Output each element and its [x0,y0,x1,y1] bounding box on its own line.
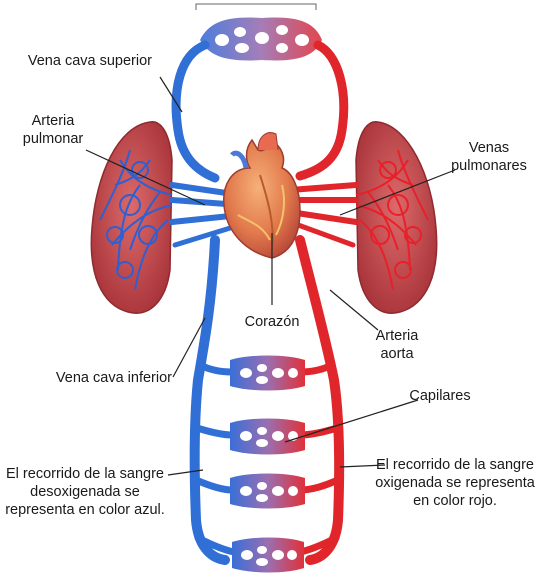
top-bracket [196,4,316,10]
label-vena-cava-inferior: Vena cava inferior [40,369,172,387]
capillary-bed-4 [232,538,304,573]
label-capilares: Capilares [400,387,480,405]
capillary-bed-2 [230,419,305,455]
label-arteria-pulmonar: Arteria pulmonar [8,112,98,148]
label-arteria-pulmonar-line1: Arteria [8,112,98,130]
label-corazon: Corazón [232,313,312,331]
right-lung [356,122,437,313]
label-venas-pulmonares: Venas pulmonares [445,139,533,175]
label-recorrido-rojo: El recorrido de la sangre oxigenada se r… [372,456,538,510]
label-arteria-aorta: Arteria aorta [362,327,432,363]
top-capillary-network [200,18,322,61]
label-venas-pulmonares-line1: Venas [445,139,533,157]
heart [224,133,300,258]
leader-capilares [285,400,418,442]
label-recorrido-azul-line2: desoxigenada se [2,483,168,501]
label-recorrido-rojo-line1: El recorrido de la sangre [372,456,538,474]
label-recorrido-rojo-line2: oxigenada se representa [372,474,538,492]
label-recorrido-azul: El recorrido de la sangre desoxigenada s… [2,465,168,519]
capillary-bed-3 [230,474,305,509]
label-arteria-pulmonar-line2: pulmonar [8,130,98,148]
capillary-bed-1 [230,356,305,391]
label-recorrido-azul-line1: El recorrido de la sangre [2,465,168,483]
deoxygenated-vessels [172,45,240,560]
label-venas-pulmonares-line2: pulmonares [445,157,533,175]
label-recorrido-azul-line3: representa en color azul. [2,501,168,519]
label-arteria-aorta-line1: Arteria [362,327,432,345]
label-recorrido-rojo-line3: en color rojo. [372,492,538,510]
label-arteria-aorta-line2: aorta [362,345,432,363]
left-lung [91,122,172,313]
label-vena-cava-superior: Vena cava superior [26,52,152,70]
